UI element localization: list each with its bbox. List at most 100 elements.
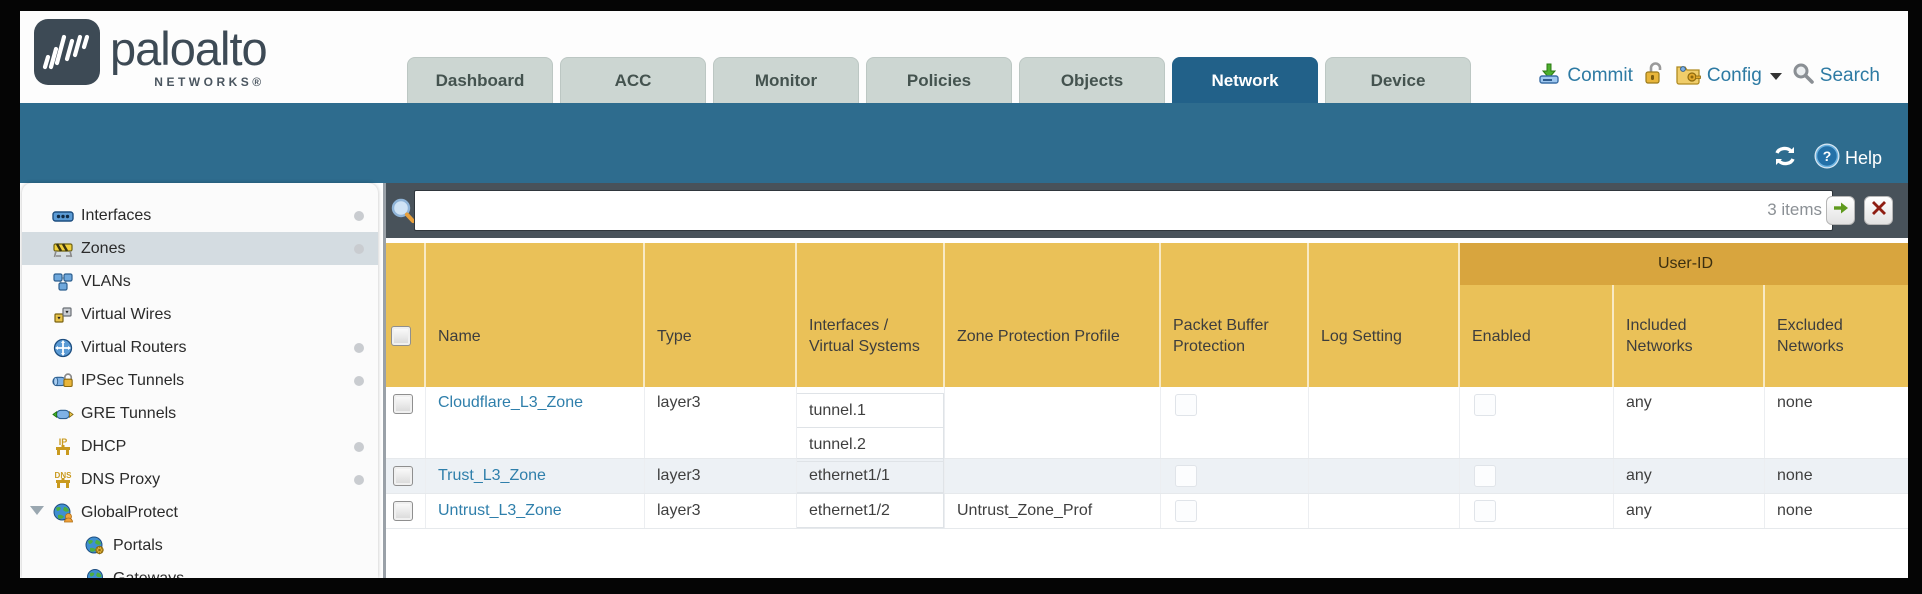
user-id-enabled-cell [1460, 459, 1614, 493]
sidebar-item-label: VLANs [81, 272, 131, 290]
sidebar-item-globalprotect[interactable]: GlobalProtect [22, 496, 378, 529]
packet-buffer-protection-cell [1161, 459, 1309, 493]
column-header-included-networks[interactable]: Included Networks [1614, 285, 1765, 387]
zone-name-link[interactable]: Untrust_L3_Zone [438, 502, 562, 519]
column-header-log-setting[interactable]: Log Setting [1309, 285, 1460, 387]
filter-search-icon [390, 197, 416, 230]
global-search-button[interactable]: Search [1792, 62, 1880, 90]
refresh-icon[interactable] [1771, 143, 1799, 174]
utility-bar: Commit [1537, 61, 1880, 91]
user-id-enabled-checkbox[interactable] [1474, 500, 1496, 522]
row-checkbox[interactable] [393, 466, 413, 486]
sidebar-item-vlans[interactable]: VLANs [22, 265, 378, 298]
excluded-networks-cell: none [1765, 494, 1908, 528]
packet-buffer-protection-checkbox[interactable] [1175, 465, 1197, 487]
commit-icon [1537, 61, 1561, 91]
column-header-interfaces[interactable]: Interfaces / Virtual Systems [797, 285, 945, 387]
sidebar-item-virtual-wires[interactable]: Virtual Wires [22, 298, 378, 331]
status-dot [354, 244, 364, 254]
sidebar-item-ipsec-tunnels[interactable]: IPSec Tunnels [22, 364, 378, 397]
sidebar-item-label: Zones [81, 239, 126, 257]
packet-buffer-protection-checkbox[interactable] [1175, 500, 1197, 522]
zone-name-cell: Trust_L3_Zone [426, 459, 645, 493]
included-networks-cell: any [1614, 459, 1765, 493]
tab-dashboard[interactable]: Dashboard [407, 57, 553, 103]
sidebar-item-label: Interfaces [81, 206, 152, 224]
user-id-enabled-checkbox[interactable] [1474, 465, 1496, 487]
zones-table-header: User-ID Name Type Interfaces / Virtual S… [386, 243, 1908, 387]
filter-bar: 3 items [386, 183, 1908, 238]
tab-objects[interactable]: Objects [1019, 57, 1165, 103]
sidebar-item-label: DHCP [81, 437, 127, 455]
interface-value: tunnel.1 [797, 393, 944, 428]
zones-panel: 3 items [383, 183, 1908, 578]
tab-acc[interactable]: ACC [560, 57, 706, 103]
tab-device[interactable]: Device [1325, 57, 1471, 103]
tab-monitor[interactable]: Monitor [713, 57, 859, 103]
vlans-icon [52, 272, 74, 292]
lock-icon[interactable] [1643, 61, 1665, 91]
search-icon [1792, 62, 1814, 90]
sidebar-item-gateways[interactable]: Gateways [22, 562, 378, 578]
zones-icon [52, 239, 74, 259]
config-icon [1675, 61, 1701, 91]
included-networks-cell: any [1614, 387, 1765, 458]
row-select-cell [386, 387, 426, 458]
included-networks-cell: any [1614, 494, 1765, 528]
column-header-packet-buffer-protection[interactable]: Packet Buffer Protection [1161, 285, 1309, 387]
zone-name-link[interactable]: Cloudflare_L3_Zone [438, 394, 583, 411]
column-header-zone-protection-profile[interactable]: Zone Protection Profile [945, 285, 1161, 387]
sidebar-item-label: Portals [113, 536, 163, 554]
svg-text:?: ? [1823, 148, 1832, 164]
row-checkbox[interactable] [393, 394, 413, 414]
select-all-checkbox[interactable] [391, 326, 411, 346]
interface-value: ethernet1/1 [797, 458, 944, 493]
status-dot [354, 376, 364, 386]
packet-buffer-protection-checkbox[interactable] [1175, 394, 1197, 416]
ipsec-tunnels-icon [52, 371, 74, 391]
help-button[interactable]: ? Help [1813, 142, 1882, 175]
sidebar-item-gre-tunnels[interactable]: GRE Tunnels [22, 397, 378, 430]
portals-icon [84, 536, 106, 556]
config-menu-button[interactable]: Config [1675, 61, 1782, 91]
column-header-excluded-networks[interactable]: Excluded Networks [1777, 317, 1844, 355]
zone-protection-profile-cell [945, 459, 1161, 493]
sidebar-item-zones[interactable]: Zones [22, 232, 378, 265]
sidebar-item-portals[interactable]: Portals [22, 529, 378, 562]
tab-policies[interactable]: Policies [866, 57, 1012, 103]
row-checkbox[interactable] [393, 501, 413, 521]
caret-down-icon [1769, 72, 1782, 80]
zone-protection-profile-cell: Untrust_Zone_Prof [945, 494, 1161, 528]
interfaces-icon [52, 206, 74, 226]
expander-triangle-icon[interactable] [30, 506, 44, 515]
zone-protection-profile-cell [945, 387, 1161, 458]
virtual-wires-icon [52, 305, 74, 325]
column-header-row: Name Type Interfaces / Virtual Systems Z… [386, 285, 1908, 387]
user-id-enabled-checkbox[interactable] [1474, 394, 1496, 416]
gre-tunnels-icon [52, 404, 74, 424]
sidebar-item-virtual-routers[interactable]: Virtual Routers [22, 331, 378, 364]
zone-type-cell: layer3 [645, 387, 797, 458]
brand-wordmark: paloalto [110, 22, 268, 75]
sidebar-item-interfaces[interactable]: Interfaces [22, 199, 378, 232]
column-header-enabled[interactable]: Enabled [1460, 285, 1614, 387]
dns-proxy-icon: DNS [52, 470, 74, 490]
zone-interfaces-cell: ethernet1/1 [797, 458, 945, 493]
excluded-networks-cell: none [1765, 387, 1908, 458]
status-dot [354, 211, 364, 221]
paloalto-logo: paloalto NETWORKS® [34, 19, 268, 89]
column-header-type[interactable]: Type [645, 285, 797, 387]
commit-button[interactable]: Commit [1537, 61, 1633, 91]
tab-network[interactable]: Network [1172, 57, 1318, 103]
clear-filter-button[interactable] [1864, 196, 1893, 225]
zone-name-link[interactable]: Trust_L3_Zone [438, 467, 546, 484]
log-setting-cell [1309, 494, 1460, 528]
apply-filter-button[interactable] [1826, 196, 1855, 225]
row-select-cell [386, 459, 426, 493]
column-header-name[interactable]: Name [426, 285, 645, 387]
filter-input[interactable]: 3 items [414, 190, 1833, 231]
